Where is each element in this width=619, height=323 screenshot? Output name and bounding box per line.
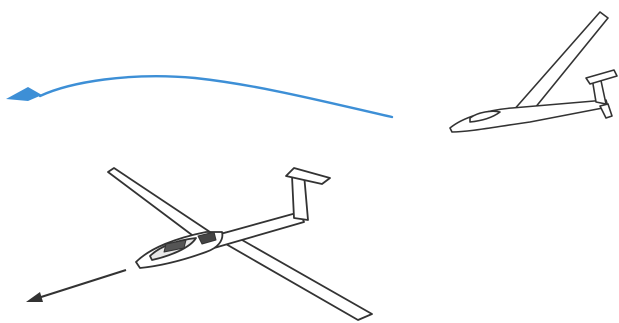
diagram-canvas <box>0 0 619 323</box>
glider-diagram <box>0 0 619 323</box>
background <box>0 0 619 323</box>
